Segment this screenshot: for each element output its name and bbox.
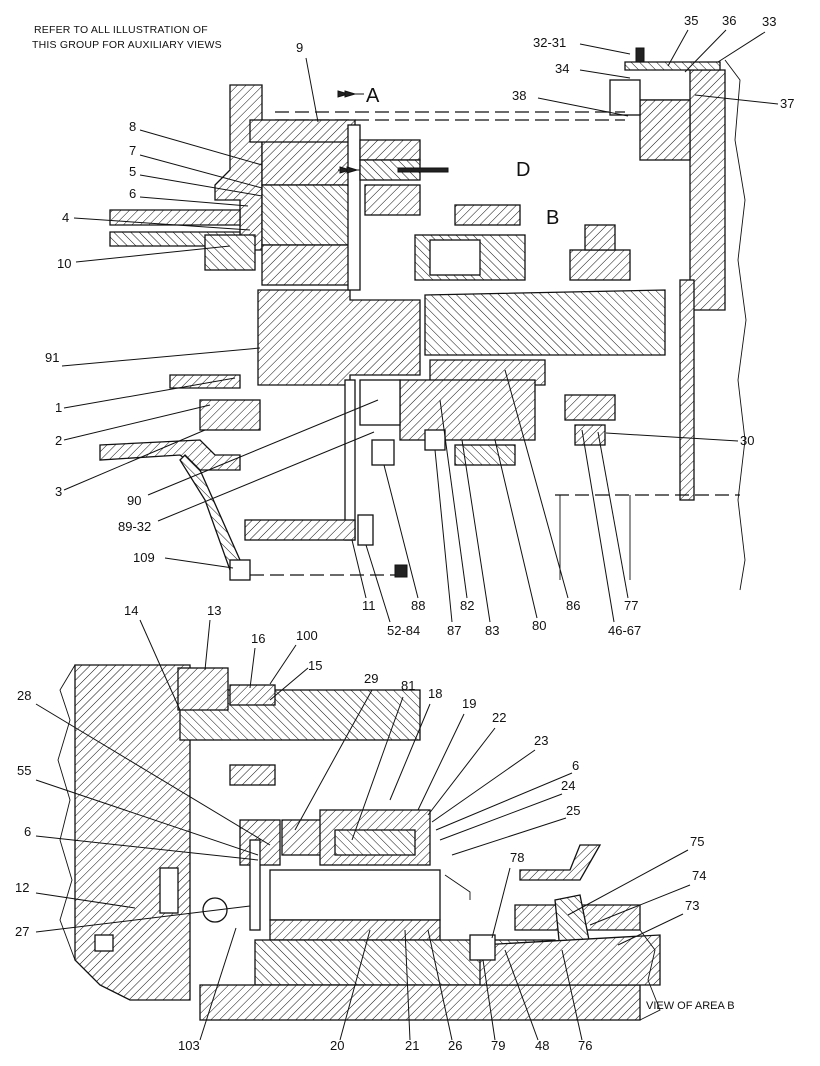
- callout-18: 18: [428, 686, 442, 701]
- header-note-line2: THIS GROUP FOR AUXILIARY VIEWS: [32, 39, 222, 51]
- callout-52-84: 52-84: [387, 623, 420, 638]
- callout-88: 88: [411, 598, 425, 613]
- callout-82: 82: [460, 598, 474, 613]
- callout-11: 11: [362, 598, 376, 613]
- view-marker-a: A: [366, 85, 380, 107]
- callout-100: 100: [296, 628, 318, 643]
- view-marker-b: B: [546, 207, 559, 229]
- callout-4: 4: [62, 210, 69, 225]
- callout-77: 77: [624, 598, 638, 613]
- header-note-line1: REFER TO ALL ILLUSTRATION OF: [34, 24, 208, 36]
- callout-9: 9: [296, 40, 303, 55]
- callout-12: 12: [15, 880, 29, 895]
- callout-35: 35: [684, 13, 698, 28]
- callout-1: 1: [55, 400, 62, 415]
- top-callouts: 9 32-31 35 36 33 34 38 37 8 7 5 6 4 10 9…: [45, 13, 794, 638]
- callout-80: 80: [532, 618, 546, 633]
- callout-89-32: 89-32: [118, 519, 151, 534]
- callout-6: 6: [24, 824, 31, 839]
- callout-13: 13: [207, 603, 221, 618]
- callout-27: 27: [15, 924, 29, 939]
- callout-79: 79: [491, 1038, 505, 1053]
- callout-21: 21: [405, 1038, 419, 1053]
- callout-28: 28: [17, 688, 31, 703]
- callout-16: 16: [251, 631, 265, 646]
- view-marker-d: D: [516, 159, 530, 181]
- view-caption: VIEW OF AREA B: [646, 1000, 735, 1012]
- area-b-view-drawing: [57, 664, 661, 1021]
- callout-83: 83: [485, 623, 499, 638]
- callout-25: 25: [566, 803, 580, 818]
- callout-46-67: 46-67: [608, 623, 641, 638]
- callout-78: 78: [510, 850, 524, 865]
- callout-15: 15: [308, 658, 322, 673]
- callout-10: 10: [57, 256, 71, 271]
- callout-20: 20: [330, 1038, 344, 1053]
- callout-86: 86: [566, 598, 580, 613]
- callout-24: 24: [561, 778, 575, 793]
- callout-33: 33: [762, 14, 776, 29]
- callout-7: 7: [129, 143, 136, 158]
- top-assembly-drawing: [99, 47, 747, 591]
- callout-87: 87: [447, 623, 461, 638]
- callout-36: 36: [722, 13, 736, 28]
- callout-6b: 6: [572, 758, 579, 773]
- callout-38: 38: [512, 88, 526, 103]
- callout-23: 23: [534, 733, 548, 748]
- callout-2: 2: [55, 433, 62, 448]
- callout-37: 37: [780, 96, 794, 111]
- callout-26: 26: [448, 1038, 462, 1053]
- callout-75: 75: [690, 834, 704, 849]
- callout-3: 3: [55, 484, 62, 499]
- callout-14: 14: [124, 603, 138, 618]
- callout-73: 73: [685, 898, 699, 913]
- callout-22: 22: [492, 710, 506, 725]
- callout-74: 74: [692, 868, 706, 883]
- callout-76: 76: [578, 1038, 592, 1053]
- callout-5: 5: [129, 164, 136, 179]
- callout-81: 81: [401, 678, 415, 693]
- callout-103: 103: [178, 1038, 200, 1053]
- callout-6: 6: [129, 186, 136, 201]
- callout-109: 109: [133, 550, 155, 565]
- callout-32-31: 32-31: [533, 35, 566, 50]
- callout-8: 8: [129, 119, 136, 134]
- callout-34: 34: [555, 61, 569, 76]
- callout-91: 91: [45, 350, 59, 365]
- callout-55: 55: [17, 763, 31, 778]
- callout-29: 29: [364, 671, 378, 686]
- callout-90: 90: [127, 493, 141, 508]
- callout-48: 48: [535, 1038, 549, 1053]
- callout-19: 19: [462, 696, 476, 711]
- bottom-callouts: 14 13 16 100 15 28 29 81 18 19 22 23 55 …: [15, 603, 735, 1053]
- callout-30: 30: [740, 433, 754, 448]
